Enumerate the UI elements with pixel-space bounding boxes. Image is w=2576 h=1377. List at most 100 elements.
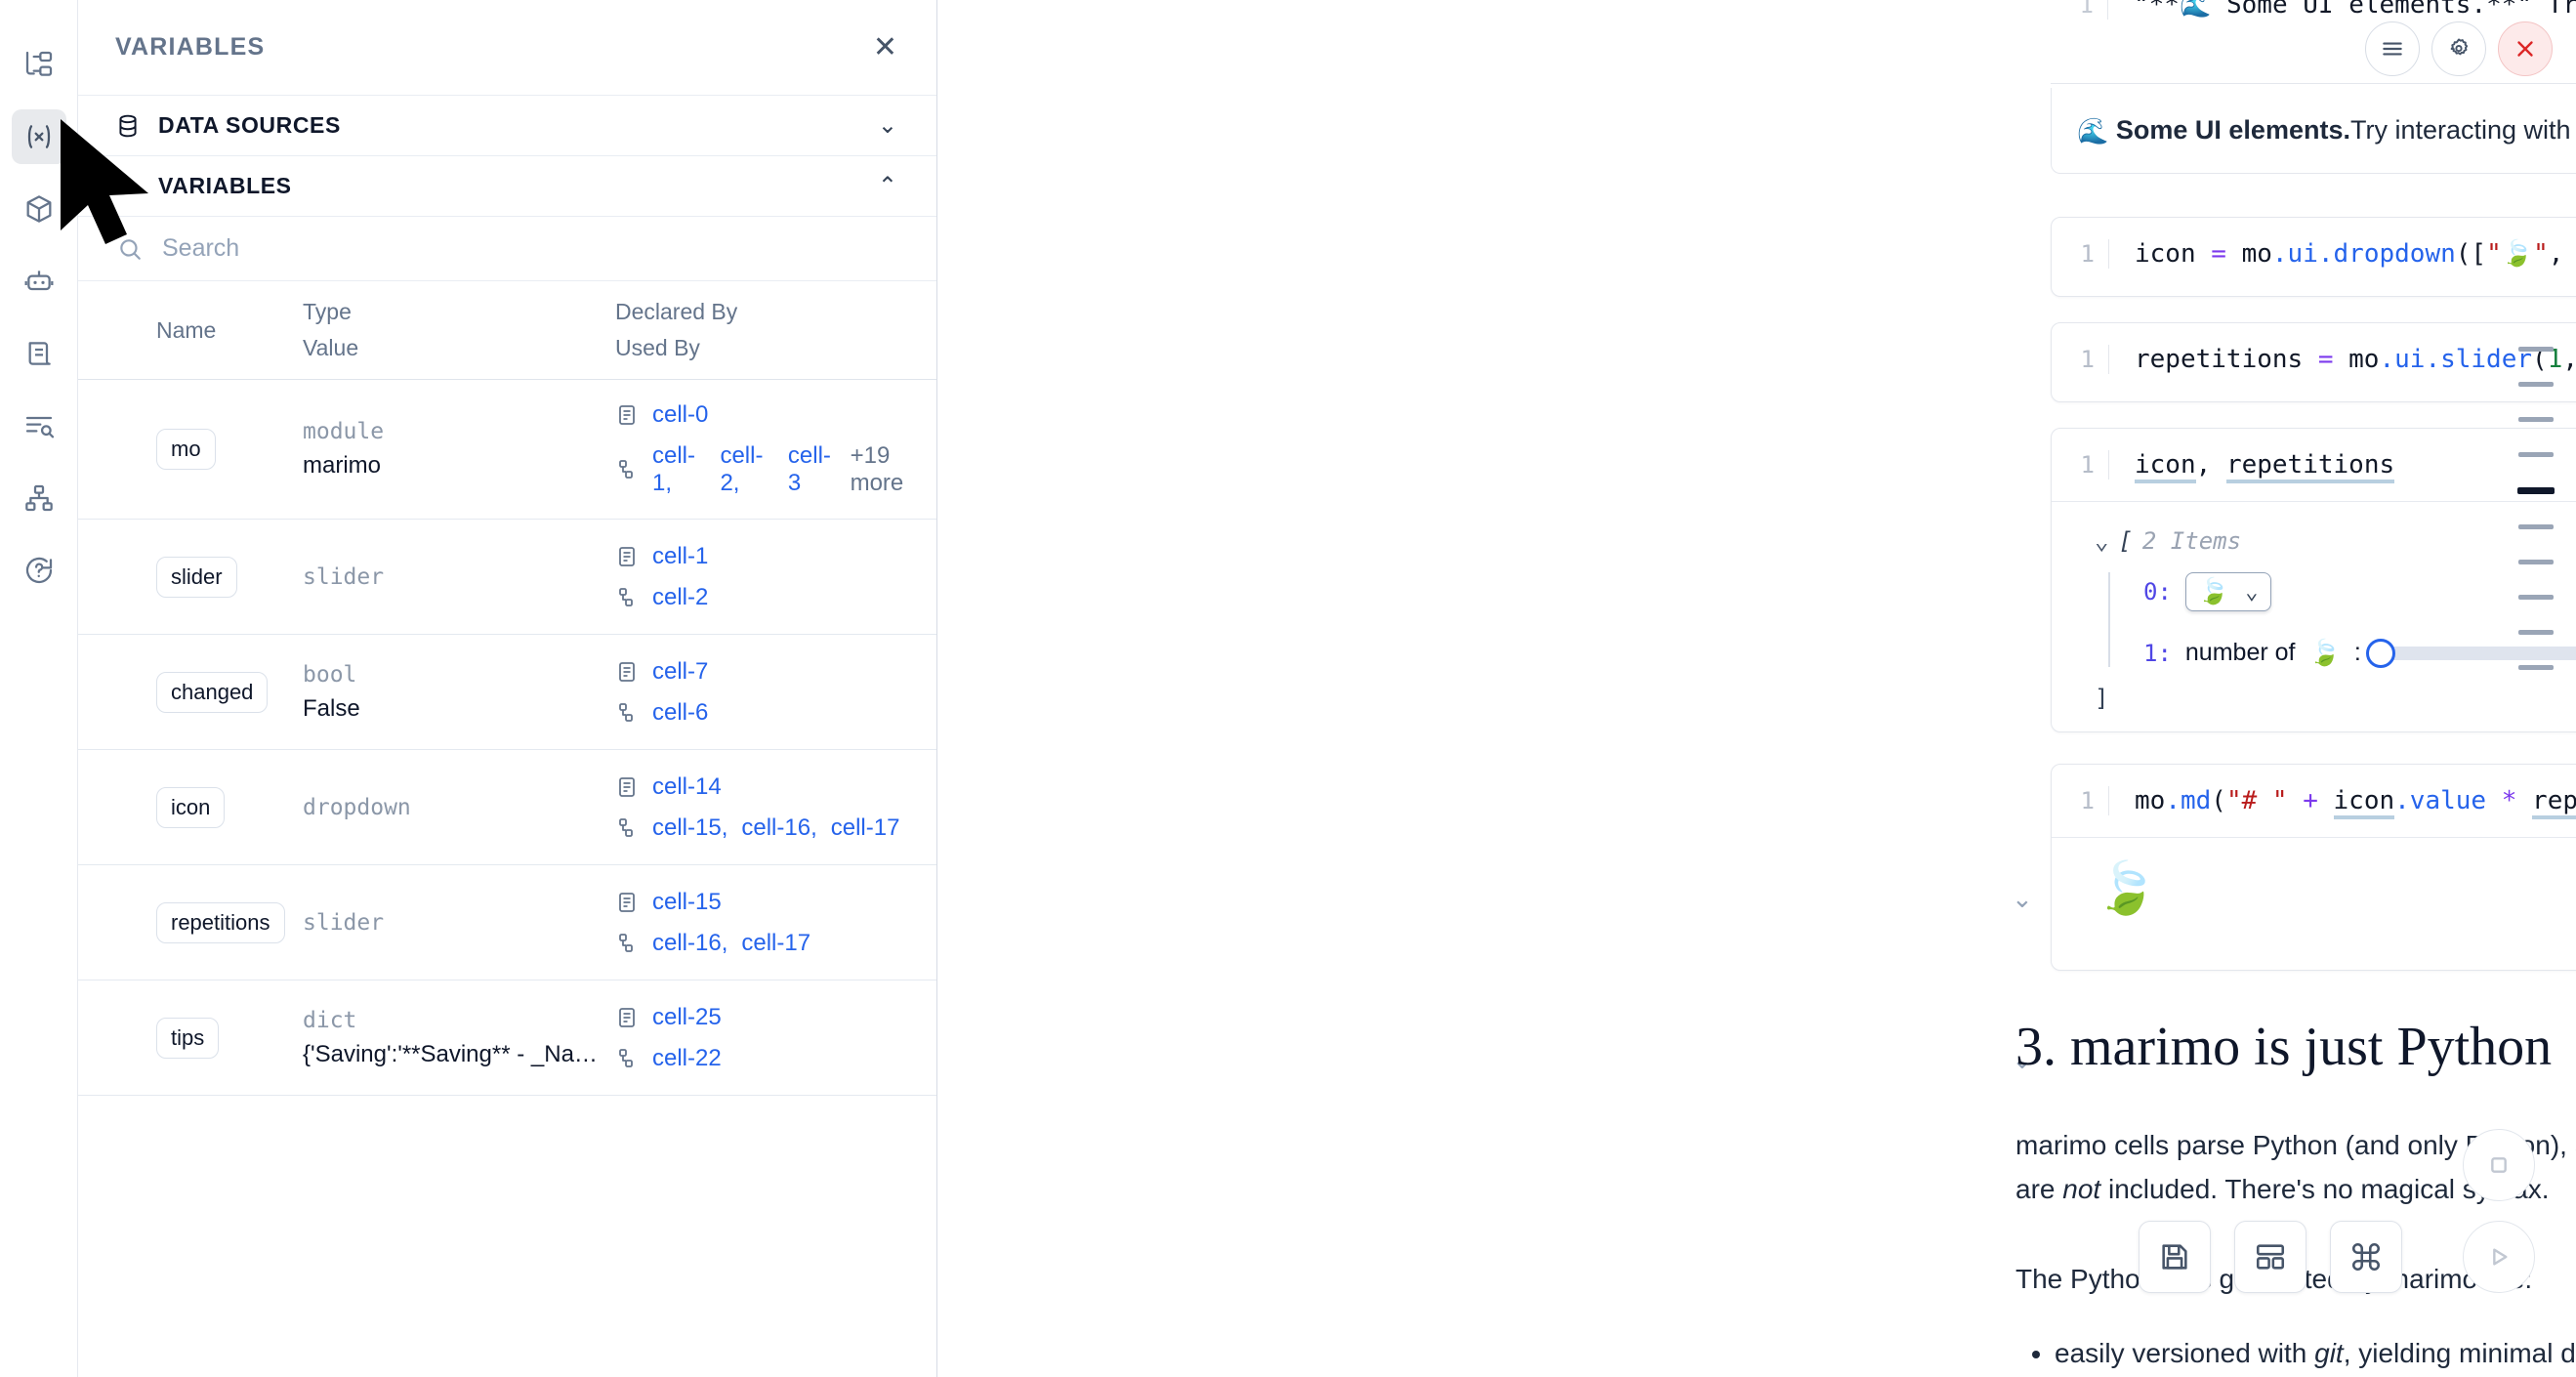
variable-name-pill[interactable]: repetitions bbox=[156, 901, 285, 943]
panel-title: VARIABLES bbox=[115, 33, 266, 61]
variable-name-pill[interactable]: icon bbox=[156, 786, 226, 828]
cell-link[interactable]: cell-6 bbox=[652, 698, 709, 726]
stop-icon[interactable] bbox=[2463, 1129, 2535, 1201]
minimap-mark[interactable] bbox=[2518, 595, 2554, 600]
minimap-mark[interactable] bbox=[2518, 452, 2554, 457]
code-token: "# " bbox=[2225, 786, 2288, 815]
minimap-mark[interactable] bbox=[2518, 560, 2554, 564]
slider-track[interactable] bbox=[2365, 638, 2576, 668]
variable-type-cell: dict{'Saving':'**Saving** - _Na… bbox=[303, 1008, 615, 1068]
cell-link[interactable]: cell-2, bbox=[720, 442, 764, 496]
markdown-render-output: 🍃 bbox=[2052, 837, 2576, 939]
variable-name-pill[interactable]: mo bbox=[156, 429, 216, 470]
section-label: DATA SOURCES bbox=[158, 112, 341, 138]
search-input[interactable] bbox=[162, 234, 897, 263]
gear-icon[interactable] bbox=[2431, 21, 2486, 76]
code-text[interactable]: mo.md("# " + icon.value * repetitions.va… bbox=[2135, 786, 2576, 819]
cell-link[interactable]: cell-2 bbox=[652, 583, 709, 610]
run-icon[interactable] bbox=[2463, 1221, 2535, 1293]
cell-link[interactable]: cell-14 bbox=[652, 772, 722, 800]
cell-link[interactable]: cell-17 bbox=[741, 929, 811, 956]
dependency-graph-icon[interactable] bbox=[12, 471, 66, 525]
code-text[interactable]: icon, repetitions bbox=[2135, 450, 2395, 483]
page-title: 3. marimo is just Python bbox=[2015, 1017, 2553, 1077]
file-tree-icon[interactable] bbox=[12, 37, 66, 92]
package-cube-icon[interactable] bbox=[12, 182, 66, 236]
minimap-mark[interactable] bbox=[2518, 524, 2554, 529]
code-text[interactable]: icon = mo.ui.dropdown(["🍃", "🌊", "✨"], v… bbox=[2135, 239, 2576, 269]
used-by-line: cell-6 bbox=[615, 699, 936, 727]
code-cell-markdown[interactable]: 1 mo.md("# " + icon.value * repetitions.… bbox=[2051, 764, 2576, 971]
column-header-value: Value bbox=[303, 335, 359, 360]
more-refs-label[interactable]: +19 more bbox=[850, 442, 904, 496]
chevron-down-icon[interactable]: ⌄ bbox=[2095, 527, 2109, 555]
slider-thumb[interactable] bbox=[2365, 638, 2395, 668]
cell-icon bbox=[619, 892, 635, 912]
minimap-mark[interactable] bbox=[2518, 382, 2554, 387]
hamburger-icon[interactable] bbox=[2365, 21, 2420, 76]
section-collapse-chevron[interactable]: ⌄ bbox=[2012, 1045, 2033, 1074]
variable-type: module bbox=[303, 419, 385, 444]
code-cell-display[interactable]: 1 icon, repetitions ⌄ [ 2 Items 0: bbox=[2051, 428, 2576, 732]
code-text[interactable]: repetitions = mo.ui.slider(1, 16, label=… bbox=[2135, 345, 2576, 374]
cell-link[interactable]: cell-3 bbox=[787, 442, 831, 496]
minimap-mark[interactable] bbox=[2518, 347, 2554, 352]
variable-name-pill[interactable]: tips bbox=[156, 1017, 220, 1059]
gutter bbox=[2108, 450, 2109, 480]
variable-name-pill[interactable]: slider bbox=[156, 556, 237, 598]
cell-link[interactable]: cell-1 bbox=[652, 542, 709, 569]
gutter bbox=[2108, 786, 2109, 815]
scratchpad-icon[interactable] bbox=[12, 326, 66, 381]
command-palette-icon[interactable] bbox=[2330, 1221, 2402, 1293]
code-token: .ui bbox=[2271, 239, 2318, 269]
item-count-label: 2 Items bbox=[2141, 527, 2242, 555]
code-token: icon bbox=[2333, 786, 2395, 819]
minimap-mark-active[interactable] bbox=[2517, 487, 2555, 494]
variables-icon[interactable] bbox=[11, 109, 66, 164]
cell-link[interactable]: cell-7 bbox=[652, 657, 709, 685]
minimap-mark[interactable] bbox=[2518, 665, 2554, 670]
code-cell-slider[interactable]: 1 repetitions = mo.ui.slider(1, 16, labe… bbox=[2051, 322, 2576, 402]
cell-link[interactable]: cell-22 bbox=[652, 1044, 722, 1071]
cell-link[interactable]: cell-16, bbox=[741, 814, 817, 841]
close-icon[interactable]: ✕ bbox=[872, 30, 897, 63]
list-output-header[interactable]: ⌄ [ 2 Items bbox=[2095, 527, 2576, 555]
minimap-mark[interactable] bbox=[2518, 630, 2554, 635]
variable-type: dict bbox=[303, 1007, 357, 1033]
cell-link[interactable]: cell-16, bbox=[652, 929, 728, 956]
cell-icon bbox=[619, 661, 635, 682]
variable-refs-cell: cell-14 cell-15, cell-16, cell-17 bbox=[615, 773, 936, 842]
chevron-down-icon[interactable]: ⌄ bbox=[877, 111, 897, 139]
dropdown-select[interactable]: 🍃 ⌄ bbox=[2184, 572, 2271, 611]
code-token: repetitions bbox=[2225, 450, 2395, 483]
section-variables[interactable]: VARIABLES ⌃ bbox=[78, 156, 936, 217]
section-data-sources[interactable]: DATA SOURCES ⌄ bbox=[78, 96, 936, 156]
minimap-mark[interactable] bbox=[2518, 417, 2554, 422]
layout-icon[interactable] bbox=[2234, 1221, 2306, 1293]
cell-collapse-chevron[interactable]: ⌄ bbox=[2012, 884, 2033, 913]
code-token: .ui bbox=[2379, 345, 2426, 374]
cell-link[interactable]: cell-25 bbox=[652, 1003, 722, 1030]
section-label: VARIABLES bbox=[158, 173, 292, 198]
minimap[interactable] bbox=[2517, 347, 2555, 670]
code-cell-dropdown[interactable]: 1 icon = mo.ui.dropdown(["🍃", "🌊", "✨"],… bbox=[2051, 217, 2576, 297]
help-icon[interactable] bbox=[12, 543, 66, 598]
cell-link[interactable]: cell-15 bbox=[652, 888, 722, 915]
close-icon[interactable] bbox=[2498, 21, 2553, 76]
save-icon[interactable] bbox=[2139, 1221, 2211, 1293]
variable-type-cell: dropdown bbox=[303, 795, 615, 820]
cell-link[interactable]: cell-17 bbox=[830, 814, 900, 841]
cell-link[interactable]: cell-15, bbox=[652, 814, 728, 841]
cell-link[interactable]: cell-1, bbox=[652, 442, 696, 496]
logs-search-icon[interactable] bbox=[12, 398, 66, 453]
robot-icon[interactable] bbox=[12, 254, 66, 309]
chevron-up-icon[interactable]: ⌃ bbox=[877, 172, 897, 199]
cell-link[interactable]: cell-0 bbox=[652, 401, 709, 428]
variable-name-pill[interactable]: changed bbox=[156, 671, 269, 713]
